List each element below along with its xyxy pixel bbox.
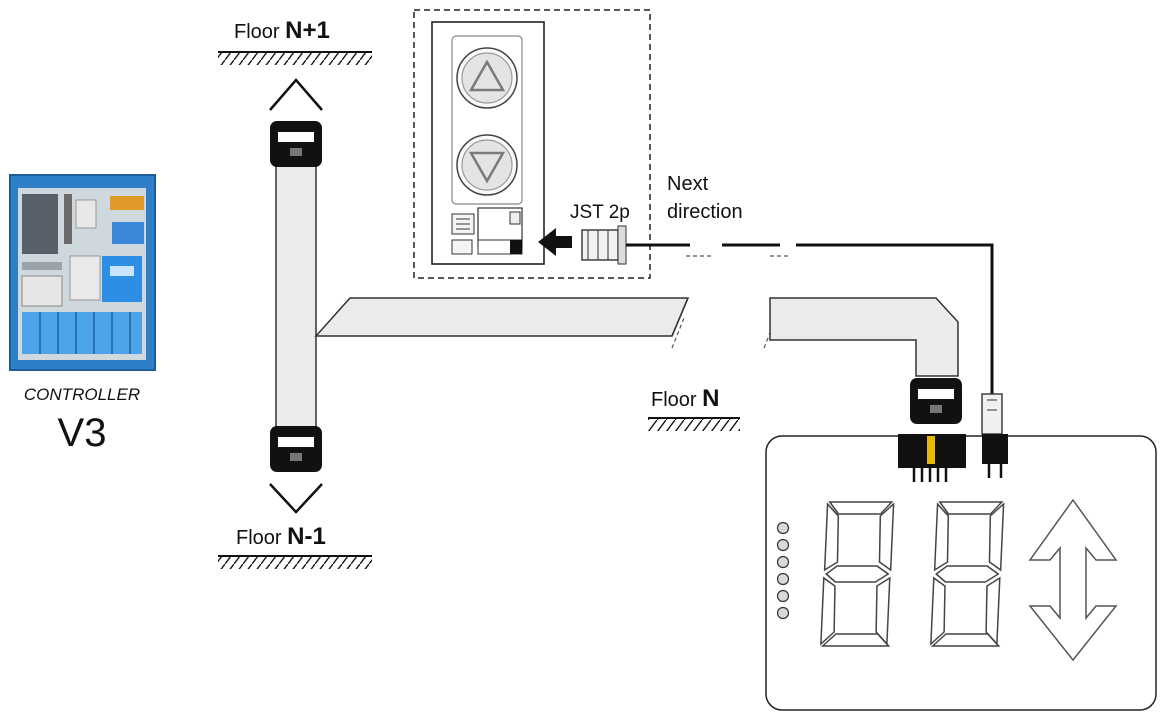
down-arrow-icon: [468, 151, 506, 184]
board-header-connectors: [898, 434, 1008, 482]
controller-cabinet: [9, 174, 156, 371]
floor-lower-label: Floor N-1: [236, 523, 326, 550]
jst-2p-connector: [581, 225, 627, 265]
jst-connector-label: JST 2p: [570, 202, 630, 223]
plug-in-arrow-icon: [538, 228, 572, 256]
floor-upper-level: N+1: [285, 17, 330, 44]
floor-current-hatch: [648, 417, 740, 431]
floor-lower-hatch: [218, 555, 372, 569]
seven-segment-digit-1: [820, 501, 895, 647]
floor-upper-hatch: [218, 51, 372, 65]
up-down-arrow-icon: [1028, 498, 1118, 662]
up-call-button[interactable]: [456, 47, 518, 109]
up-arrow-icon: [468, 59, 506, 92]
indicator-leds: [776, 521, 790, 620]
seven-segment-digit-2: [930, 501, 1005, 647]
vertical-ribbon-cable: [269, 78, 323, 514]
next-direction-wire: [626, 243, 1003, 435]
floor-current-label: Floor N: [651, 385, 719, 412]
floor-current-level: N: [702, 385, 719, 412]
signal-label-line1: Next: [667, 173, 709, 195]
down-call-button[interactable]: [456, 134, 518, 196]
display-board: [765, 435, 1157, 711]
horizontal-ribbon-cable: [314, 255, 962, 424]
controller-model: V3: [58, 411, 107, 455]
floor-lower-level: N-1: [287, 523, 326, 550]
button-board-connectors: [451, 207, 523, 255]
signal-label-line2: direction: [667, 201, 743, 223]
floor-upper-label: Floor N+1: [234, 17, 330, 44]
controller-caption: CONTROLLER: [24, 385, 140, 404]
